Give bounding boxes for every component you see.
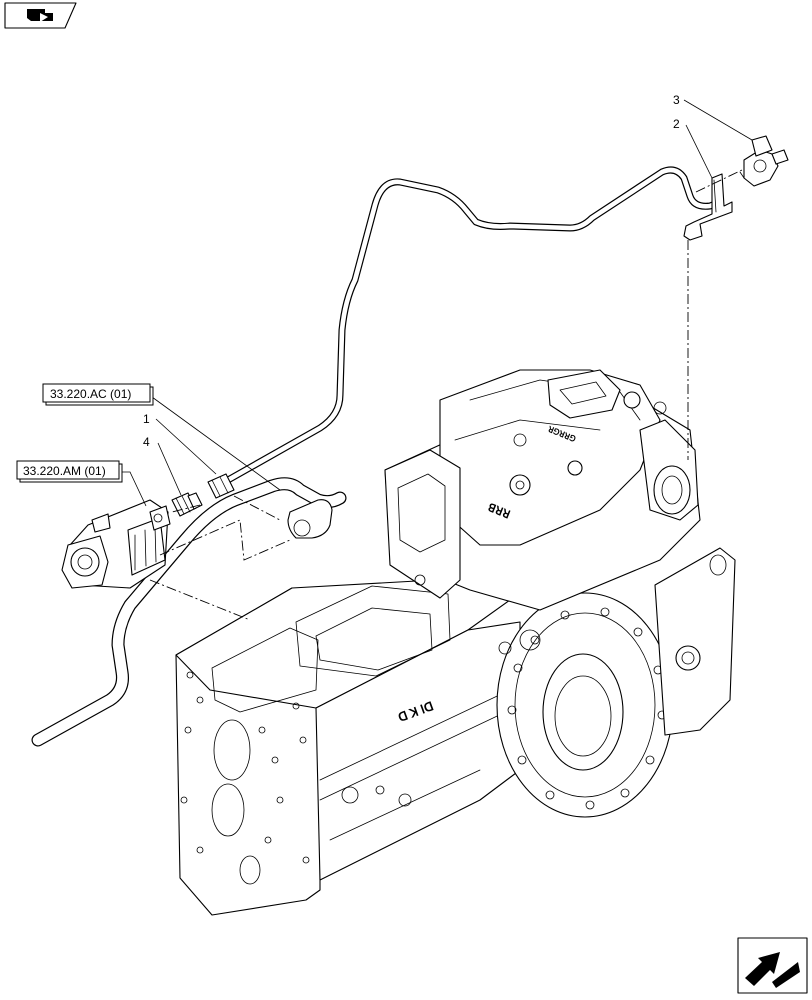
callout-1: 1 bbox=[143, 412, 150, 426]
reference-label-ac: 33.220.AC (01) bbox=[50, 387, 131, 401]
book-arrow-icon[interactable] bbox=[4, 2, 77, 29]
leader-lines bbox=[118, 99, 753, 507]
reference-33-220-ac[interactable]: 33.220.AC (01) bbox=[42, 383, 154, 406]
part-1-pipe-fitting bbox=[207, 473, 235, 499]
callout-4: 4 bbox=[143, 435, 150, 449]
assembly-axis-lines bbox=[149, 169, 743, 621]
reference-label-am: 33.220.AM (01) bbox=[23, 464, 106, 478]
part-2-bracket bbox=[683, 173, 733, 241]
part-3-sensor bbox=[739, 135, 789, 187]
part-4-adapter bbox=[171, 492, 203, 517]
reference-33-220-am[interactable]: 33.220.AM (01) bbox=[16, 460, 123, 483]
transmission-housing: ꓷ ꓘ ꓲꓷ ꓭꓤꓤ ꓤꓨꓤꓤꓨ bbox=[175, 369, 736, 916]
hydraulic-pipe bbox=[224, 166, 724, 484]
valve-assembly bbox=[61, 499, 171, 589]
return-hose bbox=[31, 477, 347, 747]
callout-2: 2 bbox=[673, 117, 680, 131]
return-arrow-icon[interactable] bbox=[737, 937, 808, 994]
callout-3: 3 bbox=[673, 93, 680, 107]
